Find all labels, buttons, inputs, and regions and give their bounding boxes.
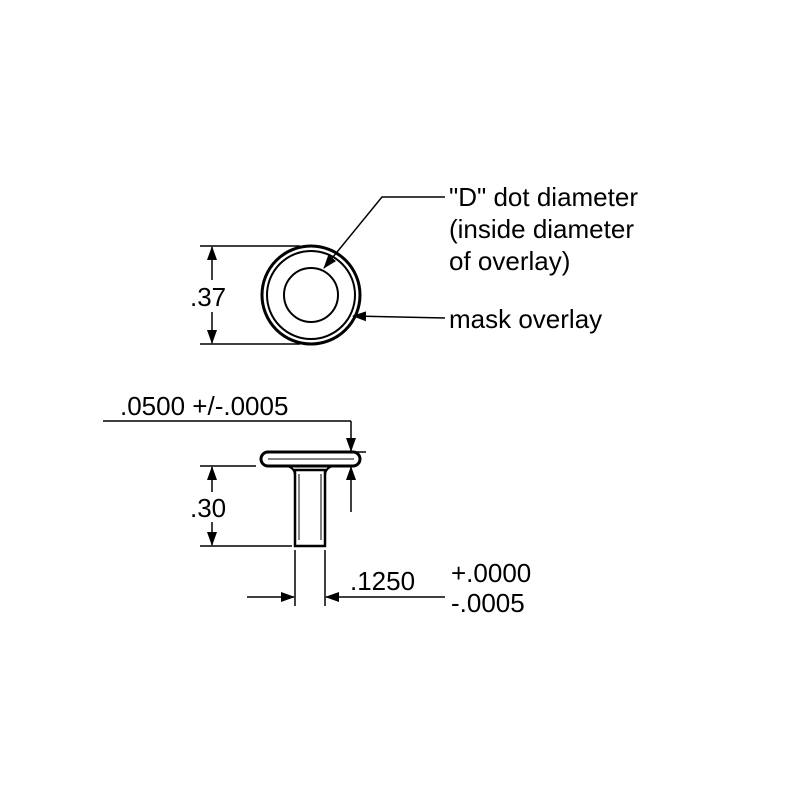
mask-overlay-ring [266, 250, 356, 340]
shank-diameter-label: .1250 [350, 566, 415, 596]
dot-diameter-label-line3: of overlay) [449, 246, 570, 276]
top-view: .37 "D" dot diameter (inside diameter of… [190, 182, 638, 346]
mask-overlay-label: mask overlay [449, 304, 602, 334]
side-view: .0500 +/-.0005 .30 .1250 +.0000 -.0005 [103, 391, 531, 618]
dot-diameter-label-line1: "D" dot diameter [449, 182, 638, 212]
mask-overlay-leader [352, 311, 446, 322]
dot-diameter-leader [323, 196, 445, 269]
pin-head [259, 450, 362, 468]
shank-tolerance-plus: +.0000 [451, 558, 531, 588]
dot-diameter-label-line2: (inside diameter [449, 214, 634, 244]
head-thickness-label: .0500 +/-.0005 [120, 391, 288, 421]
dot-inner-circle [283, 267, 339, 323]
height-dimension-label: .37 [190, 282, 226, 312]
mask-overlay-outer-ring [260, 244, 362, 346]
pin-shank [293, 468, 327, 548]
shank-length-label: .30 [190, 493, 226, 523]
shank-tolerance-minus: -.0005 [451, 588, 525, 618]
